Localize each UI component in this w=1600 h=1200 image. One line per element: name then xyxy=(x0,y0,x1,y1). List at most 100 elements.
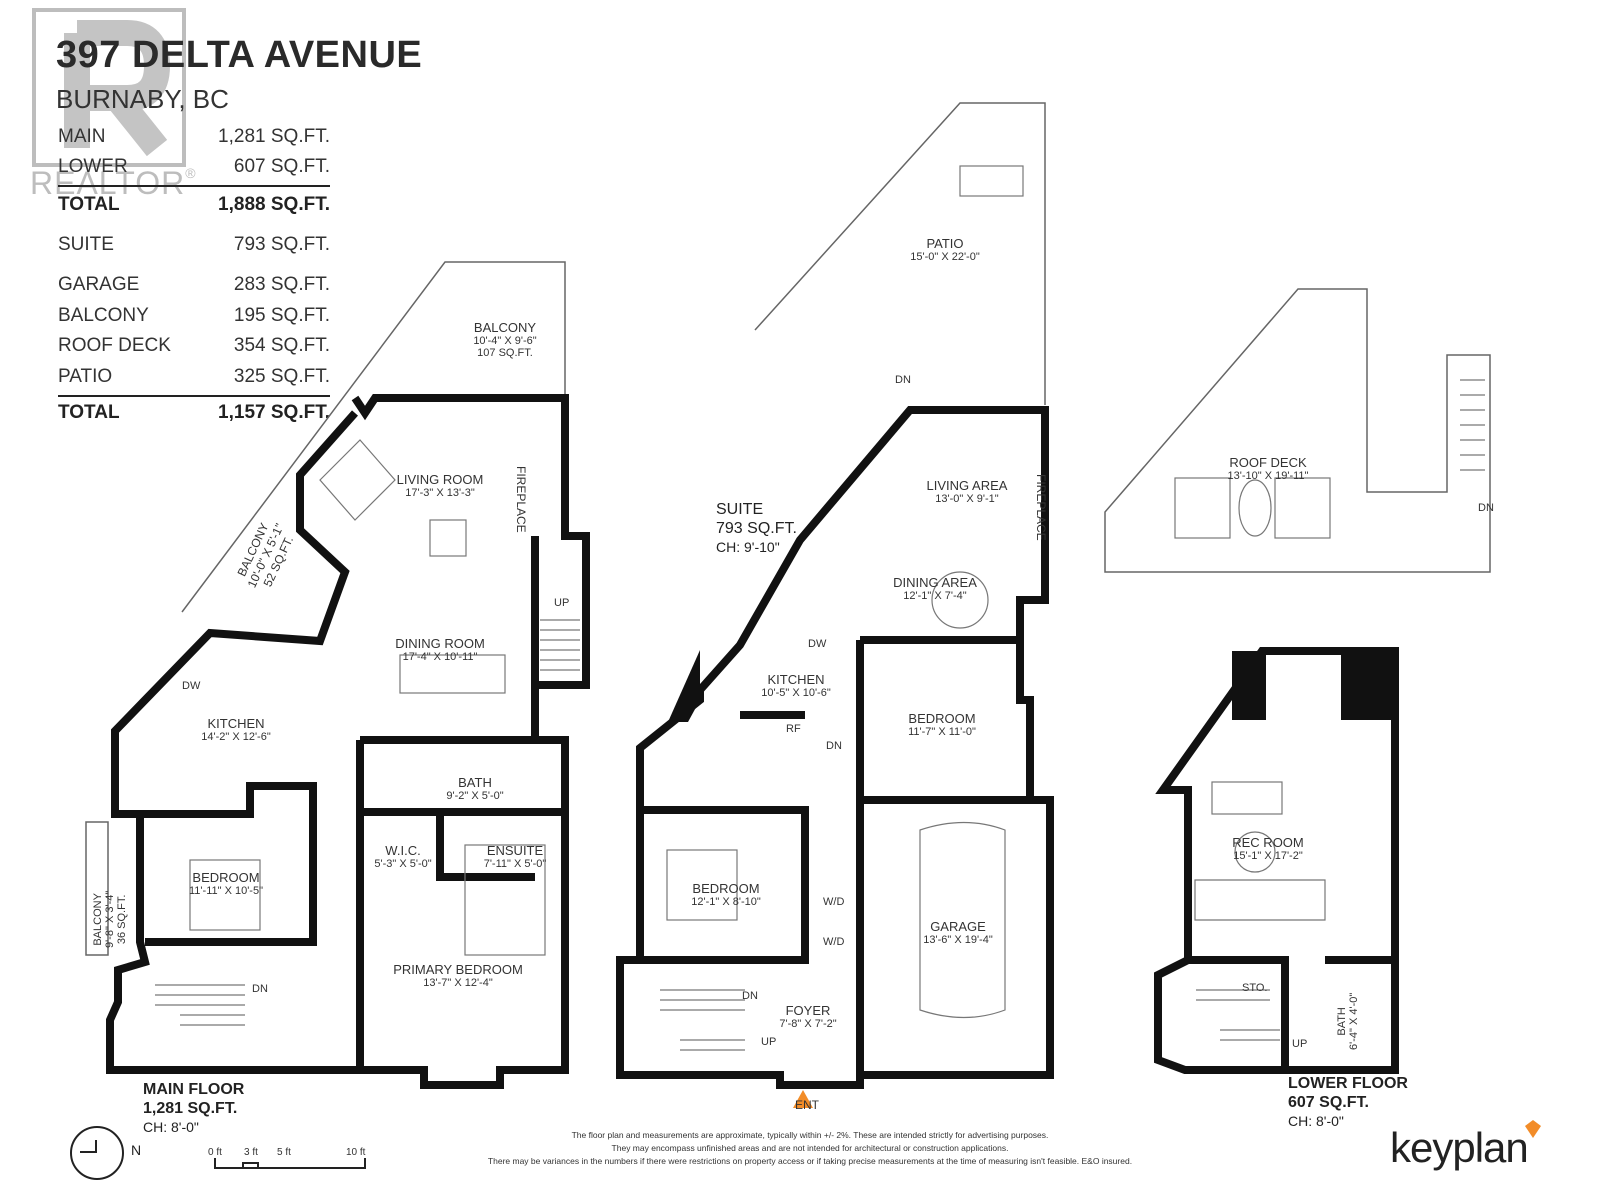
lower-column-left xyxy=(1232,651,1262,720)
floor-name: LOWER FLOOR xyxy=(1288,1075,1408,1092)
label-entrance: ENT xyxy=(795,1098,819,1112)
scale-label: 10 ft xyxy=(346,1147,366,1158)
suite-area: 793 SQ.FT. xyxy=(716,520,797,537)
rec-coffee-table xyxy=(1234,831,1276,873)
room-name: FOYER xyxy=(785,1003,831,1018)
area-value: 793 SQ.FT. xyxy=(233,234,330,255)
label-dw-main: DW xyxy=(182,680,201,692)
area-value: 1,888 SQ.FT. xyxy=(218,194,330,215)
label-sto: STO. xyxy=(1242,982,1268,994)
room-name: BATH xyxy=(1336,1007,1348,1036)
room-dims: 12'-1" X 7'-4" xyxy=(903,590,967,602)
room-dims: 13'-0" X 9'-1" xyxy=(935,493,999,505)
room-dims: 6'-4" X 4'-0" xyxy=(1348,992,1360,1050)
room-fireplace-suite: FIREPLACE xyxy=(1034,474,1048,541)
patio-outline xyxy=(754,102,1046,405)
room-dims: 17'-3" X 13'-3" xyxy=(405,487,475,499)
scale-bar xyxy=(214,1158,366,1169)
label-rf-suite: RF xyxy=(786,723,801,735)
room-name: PATIO xyxy=(926,236,964,251)
room-fireplace-main: FIREPLACE xyxy=(514,466,528,533)
room-name: W.I.C. xyxy=(385,843,421,858)
label-dn-roof: DN xyxy=(1478,502,1494,514)
label-dn-suite: DN xyxy=(826,740,842,752)
disclaimer-line: They may encompass unfinished areas and … xyxy=(611,1143,1009,1153)
area-label: GARAGE xyxy=(58,274,140,295)
suite-name: SUITE xyxy=(716,501,764,518)
lower-floor-walls xyxy=(1154,647,1399,1074)
label-dw-suite: DW xyxy=(808,638,827,650)
area-label: BALCONY xyxy=(58,305,149,326)
room-dims: 5'-3" X 5'-0" xyxy=(374,858,432,870)
roof-deck-outline xyxy=(1104,288,1491,573)
realtor-word: REALTOR xyxy=(30,165,186,201)
room-name: DINING AREA xyxy=(893,575,977,590)
suite-stairs xyxy=(660,989,745,1051)
floor-ceiling-height: CH: 8'-0" xyxy=(143,1119,199,1135)
disclaimer-line: The floor plan and measurements are appr… xyxy=(571,1130,1049,1140)
room-name: KITCHEN xyxy=(767,672,825,687)
area-value: 325 SQ.FT. xyxy=(233,366,330,387)
lower-notch xyxy=(1258,651,1349,720)
room-name: GARAGE xyxy=(930,919,986,934)
room-name: ROOF DECK xyxy=(1229,455,1307,470)
room-dims: 15'-0" X 22'-0" xyxy=(910,251,980,263)
entrance-arrow xyxy=(793,1090,813,1108)
room-dims: 14'-2" X 12'-6" xyxy=(201,731,271,743)
roof-table xyxy=(1238,479,1272,537)
primary-bed xyxy=(464,844,546,956)
room-dims: 7'-8" X 7'-2" xyxy=(779,1018,837,1030)
floor-name: MAIN FLOOR xyxy=(143,1081,245,1098)
room-dims: 12'-1" X 8'-10" xyxy=(691,896,761,908)
room-dims: 13'-6" X 19'-4" xyxy=(923,934,993,946)
lower-stairs xyxy=(1196,989,1280,1041)
floor-label-lower: LOWER FLOOR 607 SQ.FT. CH: 8'-0" xyxy=(1288,1074,1408,1131)
roof-chair-2 xyxy=(1274,477,1331,539)
room-name: ENSUITE xyxy=(486,843,544,858)
room-dims: 7'-11" X 5'-0" xyxy=(483,858,547,870)
living-chair xyxy=(429,519,467,557)
scale-label: 5 ft xyxy=(277,1147,291,1158)
suite-walls xyxy=(616,406,1054,1089)
label-up-main: UP xyxy=(554,597,570,609)
label-wd-1: W/D xyxy=(823,896,845,908)
main-bedroom-walls xyxy=(140,782,317,946)
room-area: 36 SQ.FT. xyxy=(116,894,128,945)
suite-bed xyxy=(666,849,738,921)
property-address: 397 DELTA AVENUE xyxy=(56,34,423,76)
room-name: BEDROOM xyxy=(908,711,976,726)
floor-ceiling-height: CH: 8'-0" xyxy=(1288,1113,1344,1129)
rec-sectional xyxy=(1194,879,1326,921)
divider xyxy=(58,395,330,397)
floor-area: 1,281 SQ.FT. xyxy=(143,1100,238,1117)
main-stairs xyxy=(540,619,580,671)
room-name: BALCONY xyxy=(92,893,104,946)
scale-label: 0 ft xyxy=(208,1147,222,1158)
room-area: 107 SQ.FT. xyxy=(477,347,533,359)
property-city: BURNABY, BC xyxy=(56,84,229,114)
disclaimer-line: There may be variances in the numbers if… xyxy=(487,1156,1133,1166)
keyplan-logo: keyplan xyxy=(1390,1124,1529,1171)
label-up-lower: UP xyxy=(1292,1038,1308,1050)
patio-table xyxy=(959,165,1024,197)
lower-interior xyxy=(1188,956,1395,1070)
area-value: 283 SQ.FT. xyxy=(233,274,330,295)
main-bath-walls xyxy=(356,736,565,1070)
room-dims: 9'-8" X 3'-4" xyxy=(104,890,116,948)
room-dims: 10'-4" X 9'-6" xyxy=(473,335,537,347)
compass-icon xyxy=(70,1126,124,1180)
room-dims: 17'-4" X 10'-11" xyxy=(402,651,478,663)
suite-left-bedroom-walls xyxy=(640,806,809,964)
